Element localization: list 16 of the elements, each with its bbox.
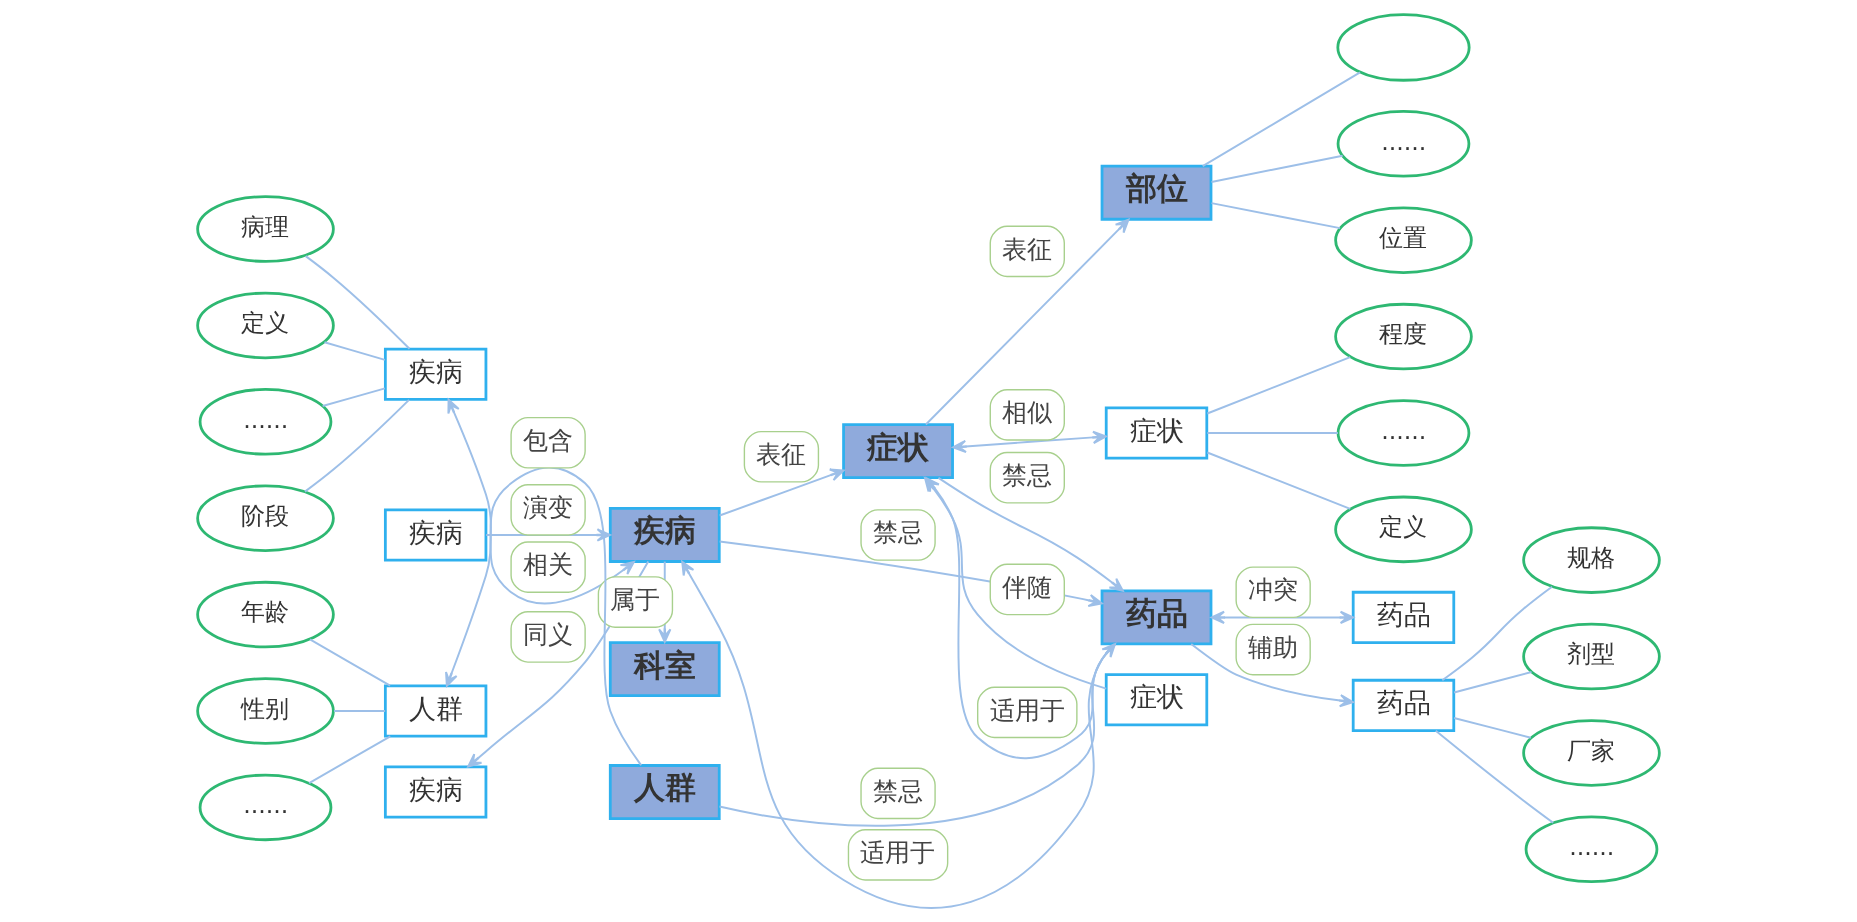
edge-label: 属于	[610, 584, 661, 614]
edge-label: 辅助	[1248, 632, 1299, 662]
edge-label: 适用于	[860, 837, 936, 867]
edge-label: 伴随	[1002, 572, 1053, 602]
edge-label: 包含	[522, 425, 573, 455]
edge-label: 冲突	[1248, 574, 1299, 604]
edge-label: 表征	[756, 439, 807, 469]
edge-label: 表征	[1002, 234, 1053, 264]
edge-label: 演变	[522, 492, 573, 522]
edge-label: 适用于	[989, 695, 1065, 725]
edge-label: 禁忌	[1002, 460, 1053, 490]
edge-label: 禁忌	[872, 776, 923, 806]
edge-label: 相似	[1002, 397, 1053, 427]
edge-label: 同义	[522, 619, 573, 649]
edge-label: 禁忌	[872, 517, 923, 547]
edge-label: 相关	[522, 549, 573, 579]
